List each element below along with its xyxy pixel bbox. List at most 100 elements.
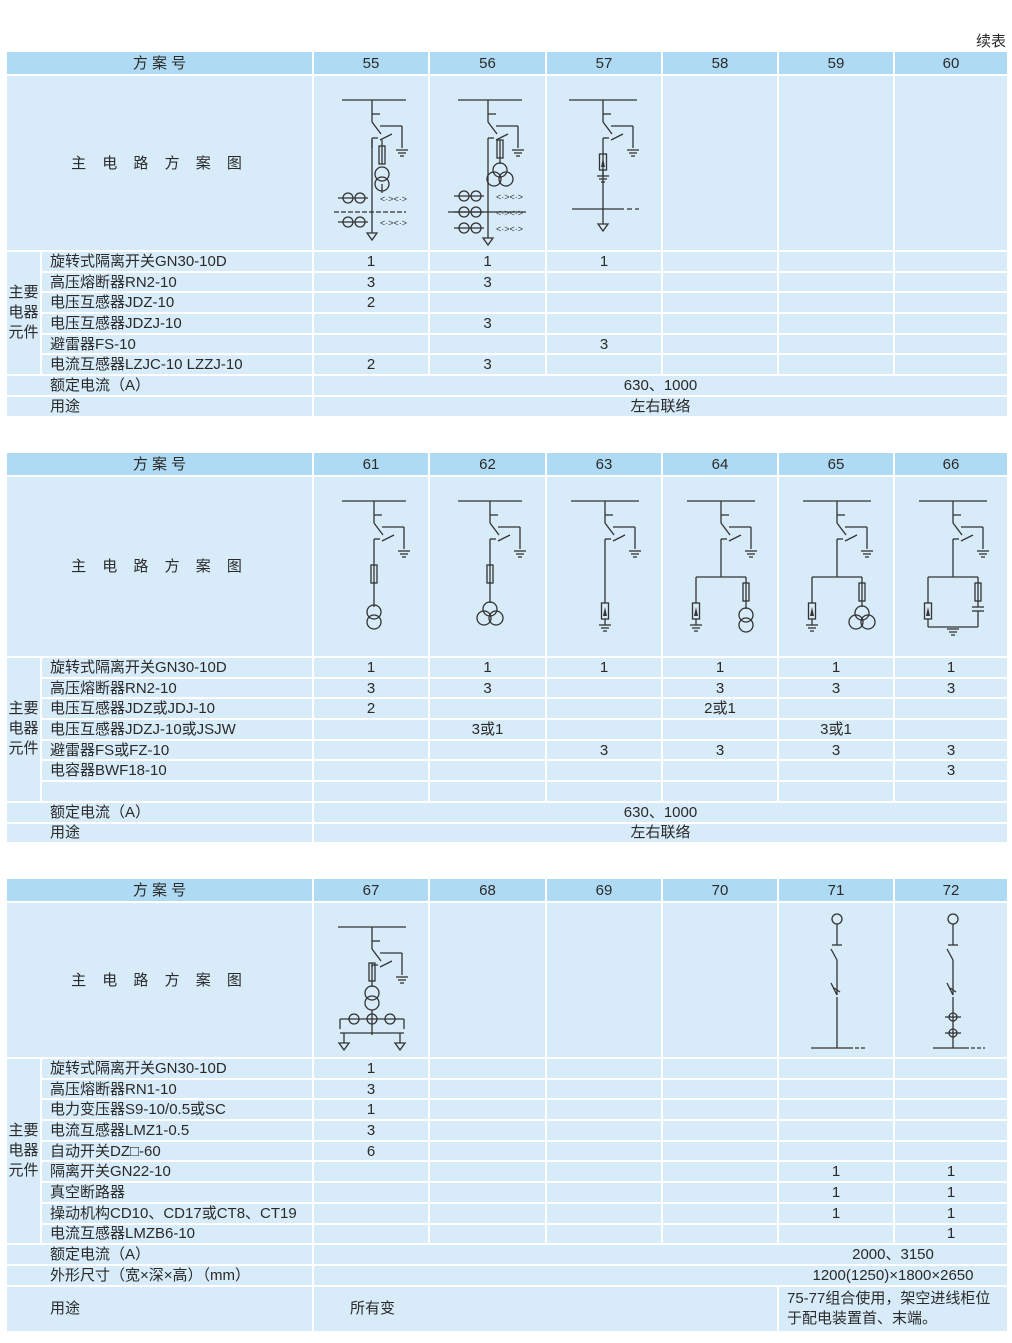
scheme-number: 60 <box>893 50 1009 76</box>
scheme-number: 57 <box>545 50 663 76</box>
svg-text:<·><·>: <·><·> <box>380 194 407 204</box>
scheme-number: 72 <box>893 877 1009 903</box>
component-quantity <box>312 1201 430 1225</box>
component-quantity <box>661 291 779 315</box>
component-quantity <box>545 697 663 721</box>
component-quantity <box>893 250 1009 273</box>
empty-cell <box>312 1263 779 1287</box>
component-quantity <box>312 718 430 741</box>
component-quantity: 3 <box>428 270 547 294</box>
component-quantity <box>661 718 779 741</box>
component-quantity <box>661 270 779 294</box>
component-quantity <box>545 759 663 783</box>
component-quantity <box>661 1119 779 1142</box>
circuit-diagram-60 <box>893 74 1009 252</box>
component-name: 旋转式隔离开关GN30-10D <box>40 656 314 679</box>
component-quantity <box>545 1077 663 1101</box>
scheme-number: 66 <box>893 451 1009 477</box>
circuit-diagram-58 <box>661 74 779 252</box>
circuit-diagram-icon <box>571 500 641 632</box>
component-quantity <box>545 780 663 803</box>
component-quantity: 3 <box>312 1077 430 1101</box>
component-quantity <box>893 780 1009 803</box>
component-name: 避雷器FS或FZ-10 <box>40 738 314 762</box>
component-quantity <box>661 1181 779 1204</box>
component-name: 操动机构CD10、CD17或CT8、CT19 <box>40 1201 314 1225</box>
component-quantity <box>893 1119 1009 1142</box>
usage-row: 用途左右联络 <box>5 821 1009 845</box>
scheme-number: 70 <box>661 877 779 903</box>
component-quantity <box>545 676 663 700</box>
component-name: 自动开关DZ□-60 <box>40 1139 314 1163</box>
scheme-number-label: 方 案 号 <box>5 50 314 76</box>
scheme-number: 56 <box>428 50 547 76</box>
component-quantity <box>545 353 663 377</box>
usage-label: 用途 <box>5 1284 314 1333</box>
scheme-number-label: 方 案 号 <box>5 877 314 903</box>
component-quantity: 2 <box>312 291 430 315</box>
component-name: 电流互感器LZJC-10 LZZJ-10 <box>40 353 314 377</box>
component-quantity: 1 <box>661 656 779 679</box>
component-quantity <box>428 780 547 803</box>
component-quantity: 3 <box>545 738 663 762</box>
rated-current-row: 额定电流（A）630、1000 <box>5 374 1009 397</box>
component-quantity: 1 <box>428 250 547 273</box>
component-quantity <box>428 1181 547 1204</box>
rated-current-value: 2000、3150 <box>777 1243 1009 1266</box>
component-name: 电流互感器LMZB6-10 <box>40 1222 314 1246</box>
component-name: 电压互感器JDZ或JDJ-10 <box>40 697 314 721</box>
component-quantity <box>661 1160 779 1184</box>
rated-current-row: 额定电流（A）2000、3150 <box>5 1243 1009 1266</box>
component-quantity <box>545 270 663 294</box>
component-quantity <box>428 332 547 356</box>
component-quantity <box>661 250 779 273</box>
component-quantity <box>777 1139 895 1163</box>
component-quantity <box>893 1139 1009 1163</box>
scheme-number: 55 <box>312 50 430 76</box>
component-quantity <box>777 759 895 783</box>
component-quantity <box>312 780 430 803</box>
component-quantity: 1 <box>545 656 663 679</box>
main-components-group-label: 主要电器元件 <box>5 1056 42 1246</box>
circuit-diagram-68 <box>428 901 547 1059</box>
component-name: 高压熔断器RN2-10 <box>40 676 314 700</box>
circuit-diagram-64 <box>661 475 779 658</box>
scheme-number: 65 <box>777 451 895 477</box>
component-quantity <box>893 718 1009 741</box>
component-quantity <box>545 1057 663 1080</box>
circuit-diagram-66 <box>893 475 1009 658</box>
dimensions-value: 1200(1250)×1800×2650 <box>777 1263 1009 1287</box>
diagram-row: 主 电 路 方 案 图 <box>5 475 1009 658</box>
rated-current-row: 额定电流（A）630、1000 <box>5 800 1009 824</box>
component-name: 电压互感器JDZJ-10 <box>40 312 314 335</box>
component-name: 旋转式隔离开关GN30-10D <box>40 1057 314 1080</box>
component-quantity <box>312 1222 430 1246</box>
component-name <box>40 780 314 803</box>
circuit-diagram-61 <box>312 475 430 658</box>
circuit-diagram-icon <box>803 500 876 632</box>
component-quantity: 3 <box>893 759 1009 783</box>
circuit-diagram-icon <box>687 500 757 633</box>
component-quantity: 1 <box>312 1098 430 1122</box>
scheme-number: 59 <box>777 50 895 76</box>
component-quantity <box>545 1181 663 1204</box>
component-quantity: 3 <box>428 312 547 335</box>
component-quantity <box>661 780 779 803</box>
component-quantity <box>545 1201 663 1225</box>
component-quantity <box>312 1160 430 1184</box>
rated-current-value: 630、1000 <box>312 374 1009 397</box>
component-quantity <box>428 1201 547 1225</box>
component-quantity <box>777 312 895 335</box>
component-quantity <box>661 1057 779 1080</box>
component-quantity <box>893 697 1009 721</box>
usage-row: 用途左右联络 <box>5 394 1009 418</box>
rated-current-value: 630、1000 <box>312 800 1009 824</box>
component-quantity <box>777 270 895 294</box>
